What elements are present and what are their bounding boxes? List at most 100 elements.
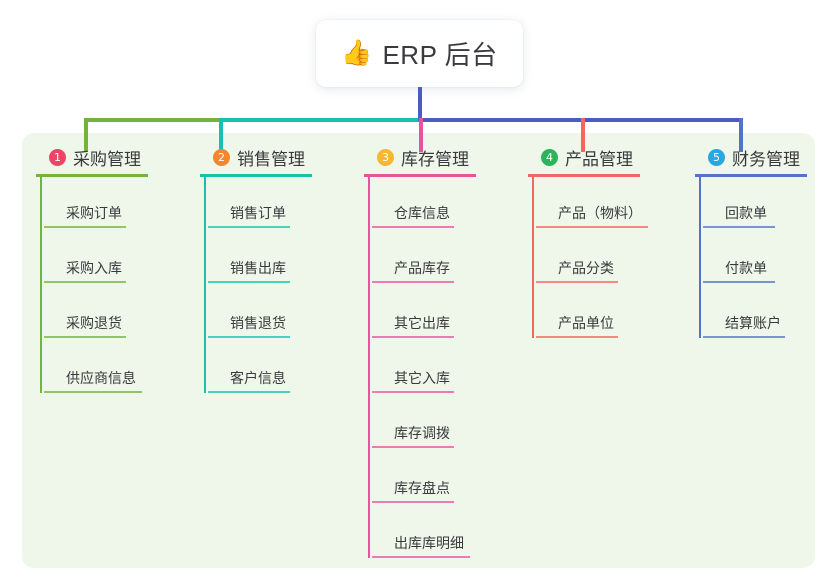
item-label: 产品库存 [394,260,450,276]
list-item[interactable]: 其它出库 [368,287,476,342]
list-item[interactable]: 结算账户 [699,287,807,342]
item-list: 采购订单采购入库采购退货供应商信息 [36,177,148,397]
badge-number-icon: 2 [213,148,230,166]
item-label: 产品分类 [558,260,614,276]
column-rule [200,174,312,177]
list-item[interactable]: 产品（物料） [532,177,648,232]
item-label: 客户信息 [230,370,286,386]
connector-drop-4 [581,118,585,152]
item-rule [44,226,126,228]
badge-number-icon: 3 [377,148,394,166]
list-item[interactable]: 采购订单 [40,177,148,232]
item-label: 产品单位 [558,315,614,331]
badge-number-icon: 5 [708,148,725,166]
column-4: 4 产品管理产品（物料） 产品分类产品单位 [528,145,648,342]
bus-segment-blue [419,118,741,122]
item-rule [44,391,142,393]
connector-drop-3 [419,118,423,152]
connector-drop-1 [84,118,88,152]
list-item[interactable]: 客户信息 [204,342,312,397]
root-node[interactable]: 👍 ERP 后台 [316,20,523,87]
item-label: 出库库明细 [394,535,464,551]
item-spine [40,177,42,393]
item-list: 仓库信息产品库存其它出库其它入库库存调拨库存盘点出库库明细 [364,177,476,562]
item-rule [44,281,126,283]
list-item[interactable]: 采购退货 [40,287,148,342]
item-spine [532,177,534,338]
list-item[interactable]: 付款单 [699,232,807,287]
list-item[interactable]: 销售退货 [204,287,312,342]
item-label: 采购订单 [66,205,122,221]
item-rule [372,391,454,393]
badge-number-icon: 4 [541,148,558,166]
column-header-3[interactable]: 3 库存管理 [364,145,476,169]
item-rule [208,281,290,283]
list-item[interactable]: 产品单位 [532,287,640,342]
item-list: 产品（物料） 产品分类产品单位 [528,177,648,342]
list-item[interactable]: 产品库存 [368,232,476,287]
item-label: 销售出库 [230,260,286,276]
item-label: 采购退货 [66,315,122,331]
item-rule [703,226,775,228]
item-label: 仓库信息 [394,205,450,221]
diagram-panel [22,133,815,568]
item-list: 销售订单销售出库销售退货客户信息 [200,177,312,397]
item-rule [372,226,454,228]
connector-drop-5 [739,118,743,152]
list-item[interactable]: 供应商信息 [40,342,148,397]
list-item[interactable]: 其它入库 [368,342,476,397]
column-title: 财务管理 [732,149,800,169]
column-rule [695,174,807,177]
thumbs-up-icon: 👍 [341,39,373,67]
item-label: 产品（物料） [558,205,642,221]
item-rule [536,336,618,338]
item-label: 其它入库 [394,370,450,386]
bus-segment-green [84,118,219,122]
column-5: 5 财务管理回款单付款单结算账户 [695,145,807,342]
column-rule [364,174,476,177]
list-item[interactable]: 仓库信息 [368,177,476,232]
column-header-4[interactable]: 4 产品管理 [528,145,640,169]
list-item[interactable]: 采购入库 [40,232,148,287]
item-label: 结算账户 [725,315,781,331]
item-rule [372,281,454,283]
column-2: 2 销售管理销售订单销售出库销售退货客户信息 [200,145,312,397]
column-rule [36,174,148,177]
list-item[interactable]: 出库库明细 [368,507,476,562]
item-rule [703,336,785,338]
list-item[interactable]: 销售出库 [204,232,312,287]
root-stem [418,87,422,121]
column-rule [528,174,640,177]
item-spine [204,177,206,393]
item-rule [536,226,648,228]
column-title: 产品管理 [565,149,633,169]
list-item[interactable]: 产品分类 [532,232,640,287]
item-spine [368,177,370,558]
item-rule [372,556,470,558]
column-title: 库存管理 [401,149,469,169]
badge-number-icon: 1 [49,148,66,166]
bus-segment-teal [219,118,419,122]
column-3: 3 库存管理仓库信息产品库存其它出库其它入库库存调拨库存盘点出库库明细 [364,145,476,562]
column-header-2[interactable]: 2 销售管理 [200,145,312,169]
item-label: 供应商信息 [66,370,136,386]
item-label: 采购入库 [66,260,122,276]
root-title: ERP 后台 [382,40,498,70]
list-item[interactable]: 库存盘点 [368,452,476,507]
item-rule [208,391,290,393]
connector-drop-2 [219,118,223,152]
list-item[interactable]: 销售订单 [204,177,312,232]
item-label: 其它出库 [394,315,450,331]
list-item[interactable]: 回款单 [699,177,807,232]
list-item[interactable]: 库存调拨 [368,397,476,452]
item-rule [208,226,290,228]
item-label: 库存调拨 [394,425,450,441]
item-rule [372,446,454,448]
item-label: 回款单 [725,205,767,221]
item-rule [208,336,290,338]
column-title: 销售管理 [237,149,305,169]
column-header-5[interactable]: 5 财务管理 [695,145,807,169]
item-label: 库存盘点 [394,480,450,496]
